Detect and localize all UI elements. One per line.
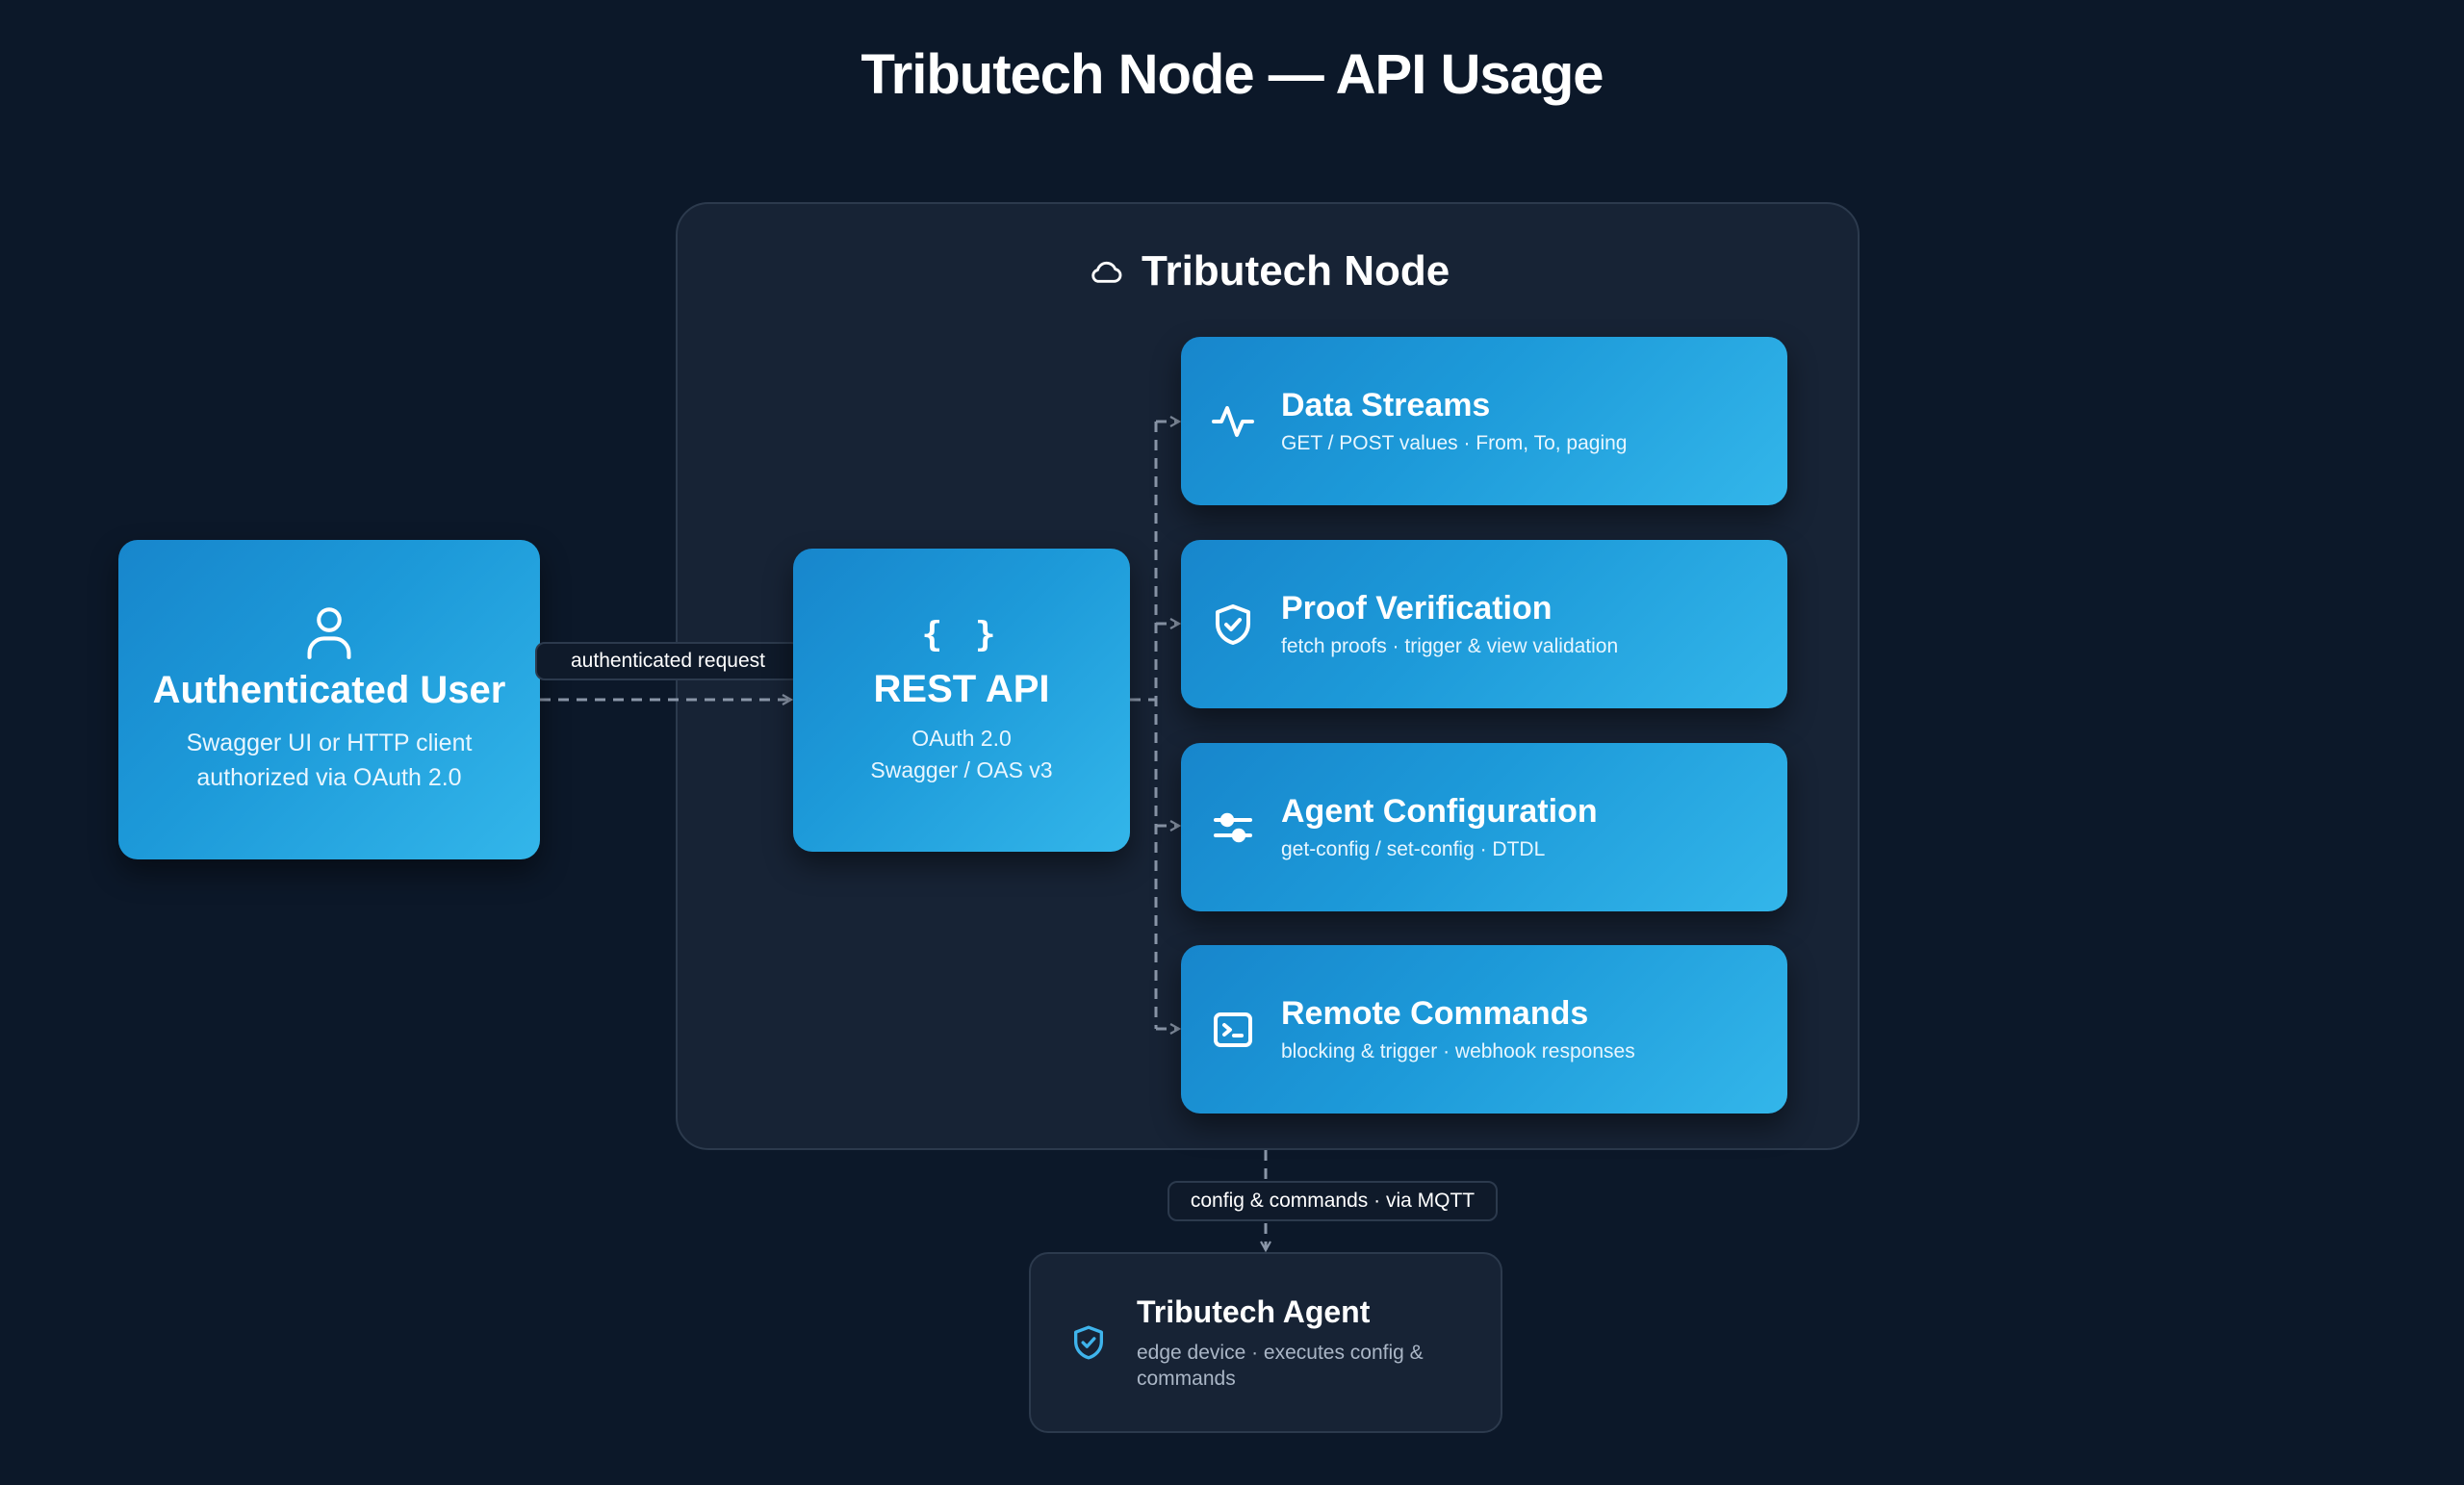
service-data-streams: Data Streams GET / POST values · From, T… — [1181, 337, 1787, 505]
sliders-icon — [1214, 812, 1252, 842]
service-remote-commands: Remote Commands blocking & trigger · web… — [1181, 945, 1787, 1114]
node-label: Tributech Node — [1142, 247, 1450, 294]
authenticated-user-card: Authenticated User Swagger UI or HTTP cl… — [118, 540, 540, 859]
cloud-icon — [1091, 261, 1122, 283]
terminal-icon — [1214, 1011, 1252, 1047]
user-line-1: Swagger UI or HTTP client — [186, 729, 473, 756]
shield-check-icon — [1074, 1325, 1103, 1360]
rest-line-1: OAuth 2.0 — [911, 725, 1012, 751]
edge-label-mqtt: config & commands · via MQTT — [1168, 1181, 1498, 1221]
service-subtitle: get-config / set-config · DTDL — [1281, 838, 1546, 860]
service-subtitle: GET / POST values · From, To, paging — [1281, 432, 1628, 454]
braces-icon: { } — [921, 614, 1002, 654]
service-proof-verification: Proof Verification fetch proofs · trigge… — [1181, 540, 1787, 708]
service-subtitle: blocking & trigger · webhook responses — [1281, 1040, 1635, 1063]
diagram-title: Tributech Node — API Usage — [860, 43, 1604, 106]
service-title: Proof Verification — [1281, 590, 1553, 627]
rest-line-2: Swagger / OAS v3 — [870, 756, 1053, 782]
service-title: Agent Configuration — [1281, 793, 1598, 830]
user-icon — [307, 606, 351, 659]
edge-label-authenticated-request: authenticated request — [535, 642, 801, 680]
service-subtitle: fetch proofs · trigger & view validation — [1281, 635, 1619, 657]
user-line-2: authorized via OAuth 2.0 — [196, 763, 462, 791]
shield-check-icon — [1216, 603, 1250, 645]
service-title: Remote Commands — [1281, 995, 1589, 1032]
tributech-node-header: Tributech Node — [1088, 243, 1450, 300]
activity-icon — [1212, 405, 1254, 437]
rest-subtitle: OAuth 2.0 Swagger / OAS v3 — [870, 723, 1052, 786]
user-subtitle: Swagger UI or HTTP client authorized via… — [187, 726, 473, 795]
service-agent-configuration: Agent Configuration get-config / set-con… — [1181, 743, 1787, 911]
agent-title: Tributech Agent — [1137, 1293, 1371, 1329]
tributech-agent-card: Tributech Agent edge device · executes c… — [1029, 1252, 1502, 1433]
service-title: Data Streams — [1281, 387, 1491, 423]
rest-title: REST API — [873, 667, 1050, 710]
user-title: Authenticated User — [152, 668, 506, 711]
rest-api-card: { } REST API OAuth 2.0 Swagger / OAS v3 — [793, 549, 1130, 852]
agent-subtitle: edge device · executes config & commands — [1137, 1341, 1424, 1390]
